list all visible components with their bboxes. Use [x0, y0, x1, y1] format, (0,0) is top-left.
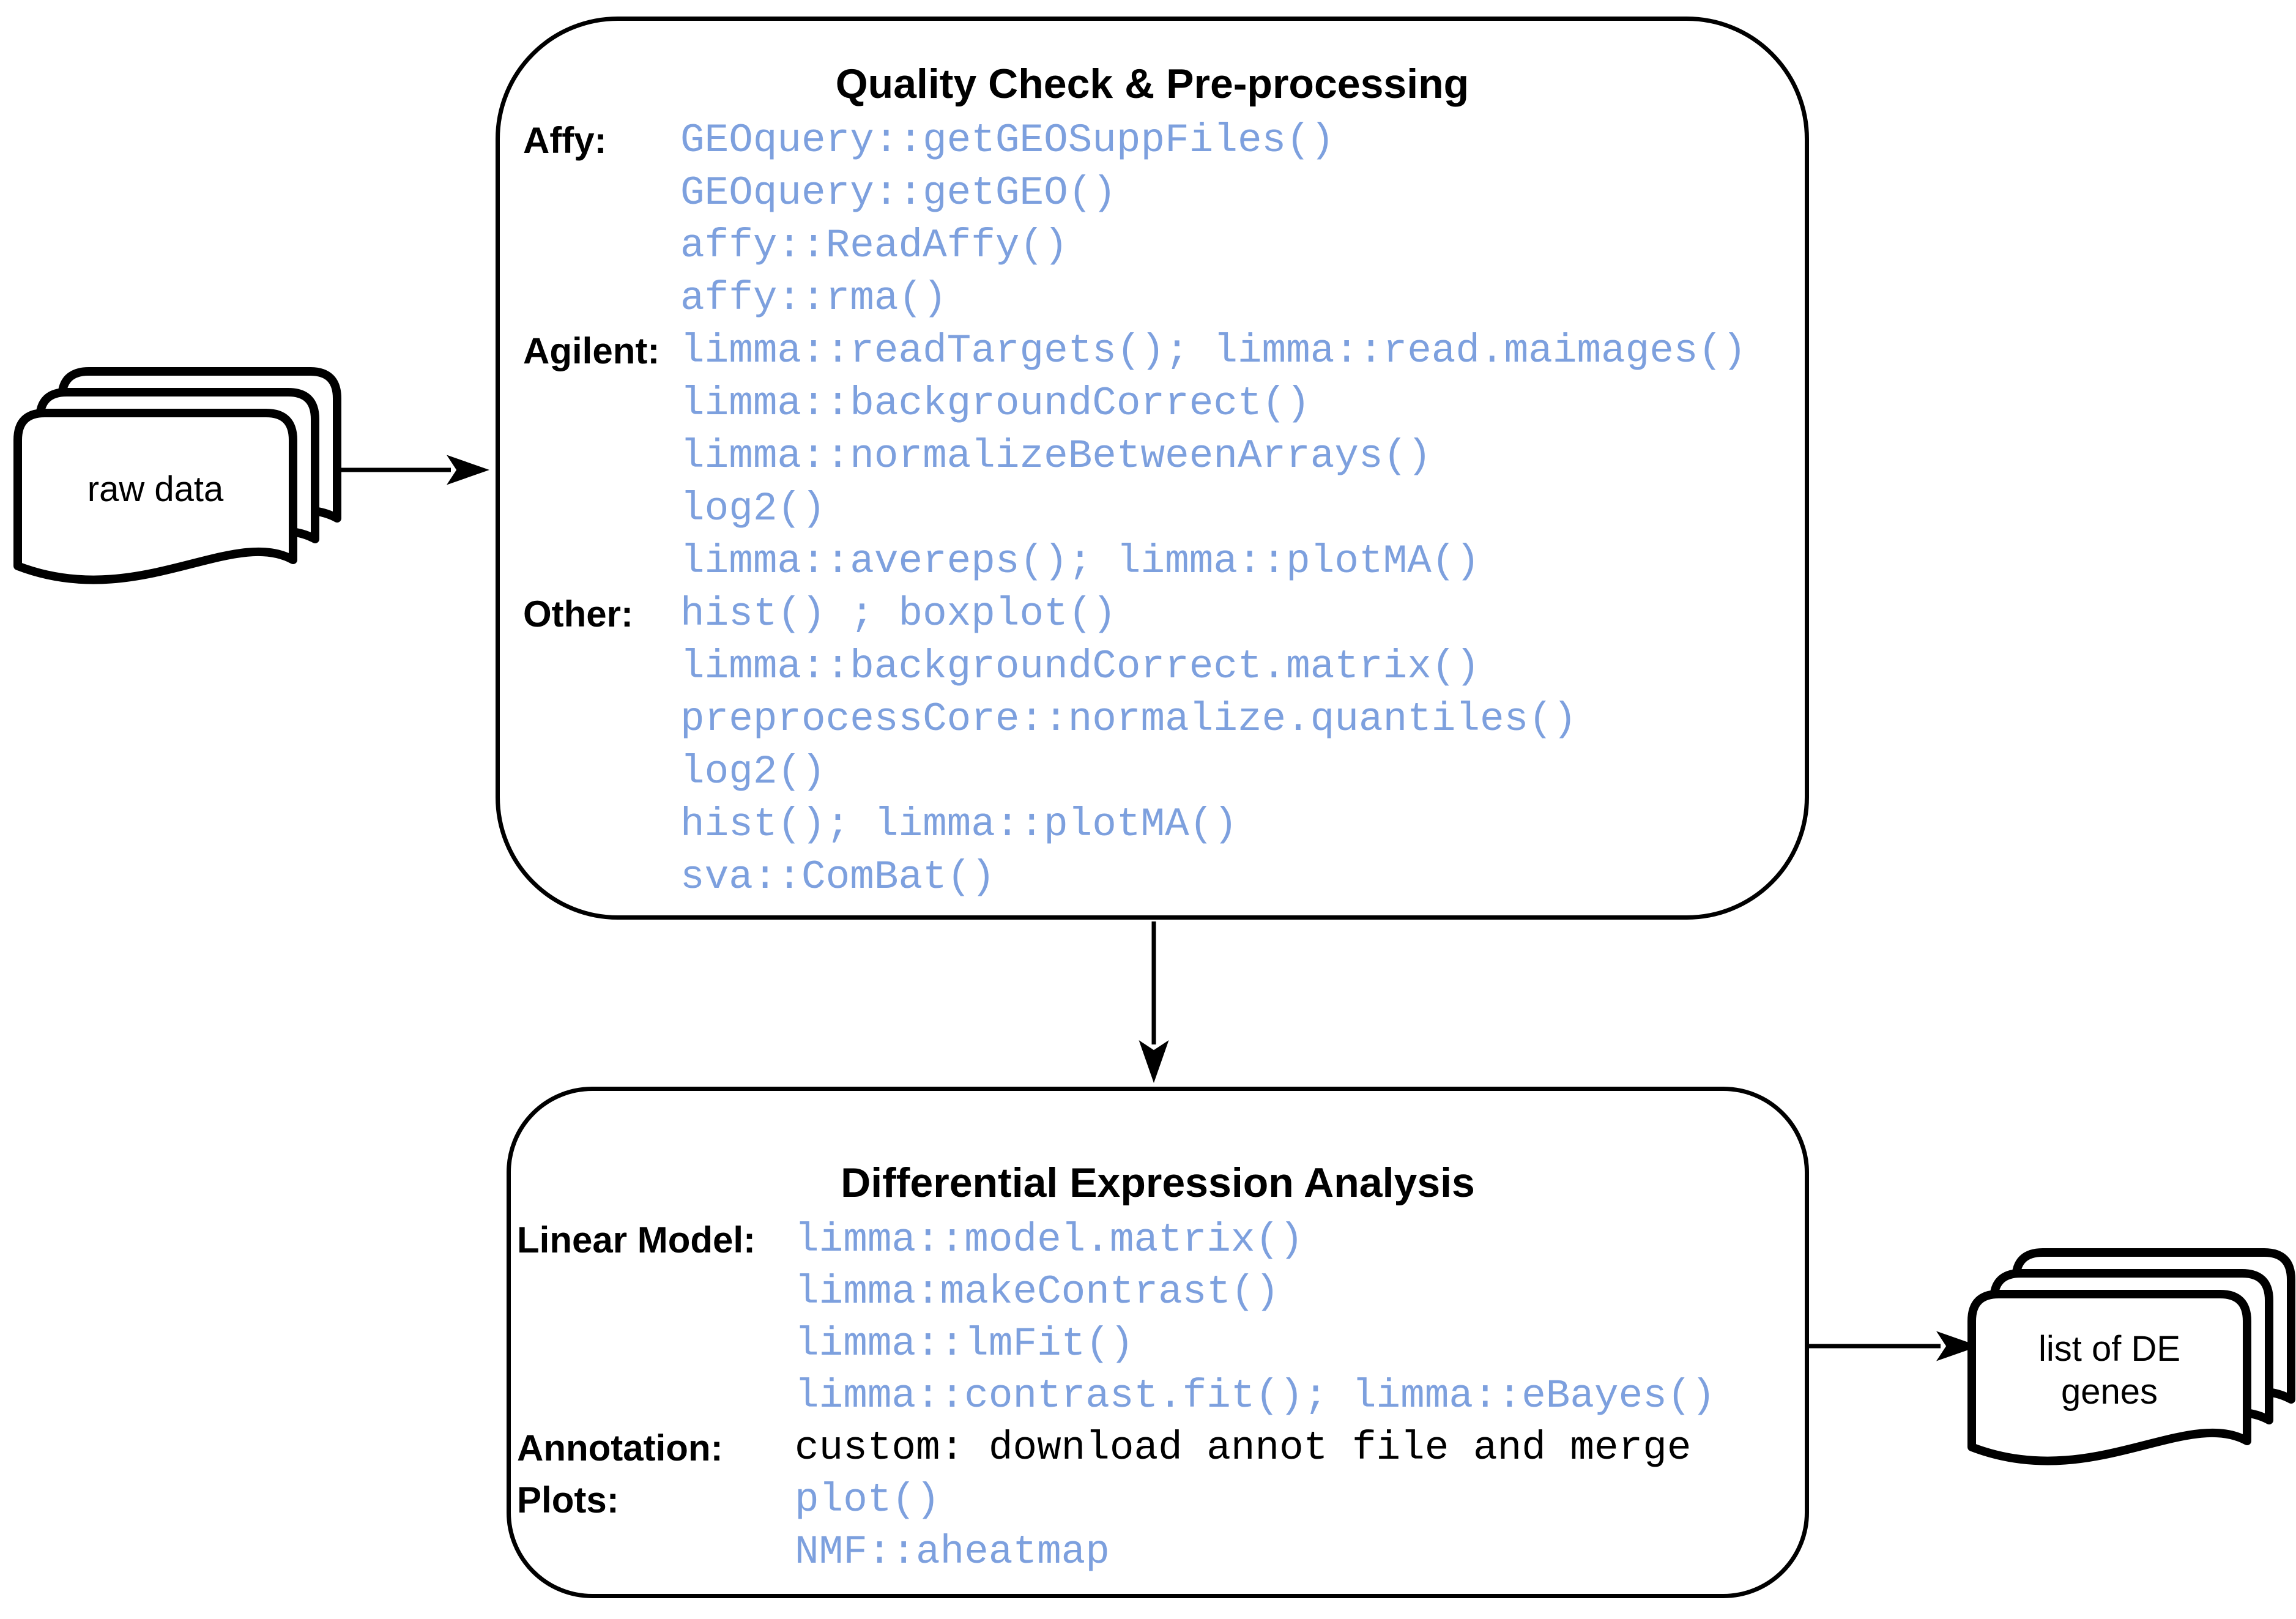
code-text: log2() — [680, 748, 826, 795]
code-text: limma:makeContrast() — [795, 1269, 1280, 1315]
section-label: Agilent: — [523, 330, 660, 371]
document-stack-icon — [13, 367, 341, 584]
code-text: limma::normalizeBetweenArrays() — [680, 433, 1432, 479]
code-row: Agilent: limma::readTargets(); limma::rea… — [500, 324, 1805, 377]
code-row: preprocessCore::normalize.quantiles() — [500, 693, 1805, 745]
code-text: affy::ReadAffy() — [680, 222, 1068, 269]
code-text: log2() — [680, 485, 826, 532]
code-text: limma::readTargets(); limma::read.maimag… — [680, 327, 1747, 374]
code-row: Plots: plot() — [511, 1474, 1805, 1526]
code-text: GEOquery::getGEOSuppFiles() — [680, 117, 1335, 163]
code-text: limma::avereps(); limma::plotMA() — [680, 538, 1481, 584]
code-row: log2() — [500, 745, 1805, 798]
code-row: affy::ReadAffy() — [500, 219, 1805, 272]
code-row: limma:makeContrast() — [511, 1266, 1805, 1318]
code-text: plot() — [795, 1477, 940, 1523]
code-row: affy::rma() — [500, 272, 1805, 324]
code-row: limma::avereps(); limma::plotMA() — [500, 535, 1805, 587]
code-text: limma::lmFit() — [795, 1321, 1134, 1367]
box1-title: Quality Check & Pre-processing — [835, 61, 1469, 107]
code-text: hist(); limma::plotMA() — [680, 801, 1238, 847]
box2-rows: Linear Model: limma::model.matrix()limma:… — [511, 1214, 1805, 1578]
code-row: limma::contrast.fit(); limma::eBayes() — [511, 1370, 1805, 1422]
code-text: limma::backgroundCorrect.matrix() — [680, 643, 1481, 690]
code-row: Linear Model: limma::model.matrix() — [511, 1214, 1805, 1266]
box2-title: Differential Expression Analysis — [841, 1159, 1475, 1206]
code-row: GEOquery::getGEO() — [500, 166, 1805, 219]
differential-expression-analysis-box: Differential Expression Analysis Linear … — [507, 1087, 1809, 1598]
code-row: limma::lmFit() — [511, 1318, 1805, 1370]
code-text: hist() ; boxplot() — [680, 590, 1116, 637]
code-text: GEOquery::getGEO() — [680, 169, 1116, 216]
raw-data-document-stack: raw data — [13, 367, 356, 606]
code-row: sva::ComBat() — [500, 850, 1805, 903]
code-row: Other: hist() ; boxplot() — [500, 587, 1805, 640]
code-row: limma::normalizeBetweenArrays() — [500, 430, 1805, 482]
code-text: limma::model.matrix() — [795, 1217, 1304, 1263]
code-row: hist(); limma::plotMA() — [500, 798, 1805, 850]
section-label: Other: — [523, 593, 633, 635]
code-text: sva::ComBat() — [680, 854, 995, 900]
code-text: NMF::aheatmap — [795, 1529, 1110, 1575]
quality-check-preprocessing-box: Quality Check & Pre-processing Affy: GEOq… — [496, 17, 1809, 920]
code-row: NMF::aheatmap — [511, 1526, 1805, 1578]
code-row: log2() — [500, 482, 1805, 535]
code-text: affy::rma() — [680, 275, 947, 321]
code-text: limma::backgroundCorrect() — [680, 380, 1310, 426]
code-text: custom: download annot file and merge — [795, 1425, 1692, 1471]
box1-rows: Affy: GEOquery::getGEOSuppFiles()GEOquery… — [500, 114, 1805, 903]
raw-data-label: raw data — [87, 469, 224, 509]
section-label: Annotation: — [517, 1427, 723, 1468]
code-row: limma::backgroundCorrect.matrix() — [500, 640, 1805, 693]
section-label: Linear Model: — [517, 1219, 756, 1260]
document-stack-icon — [1967, 1248, 2295, 1465]
de-genes-label: list of DE genes — [2038, 1329, 2181, 1412]
code-row: limma::backgroundCorrect() — [500, 377, 1805, 430]
de-genes-document-stack: list of DE genes — [1967, 1248, 2296, 1487]
code-text: preprocessCore::normalize.quantiles() — [680, 696, 1577, 742]
code-row: Affy: GEOquery::getGEOSuppFiles() — [500, 114, 1805, 166]
code-row: Annotation: custom: download annot file a… — [511, 1422, 1805, 1474]
section-label: Affy: — [523, 119, 607, 161]
code-text: limma::contrast.fit(); limma::eBayes() — [795, 1373, 1716, 1419]
section-label: Plots: — [517, 1479, 619, 1520]
